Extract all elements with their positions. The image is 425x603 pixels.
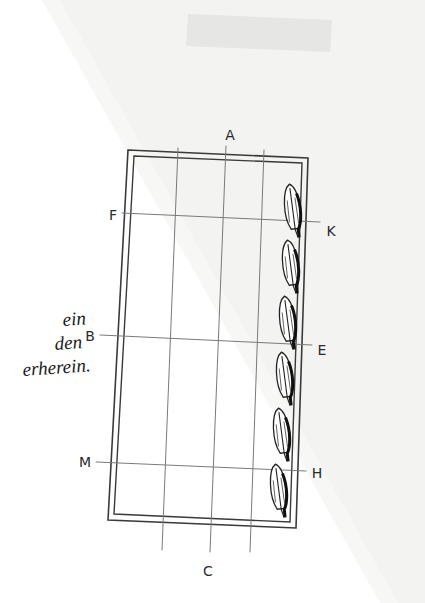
arena-letter: C	[203, 564, 213, 578]
feather-icon	[268, 463, 289, 518]
arena-lines	[96, 146, 320, 552]
arena-letter: K	[326, 224, 335, 238]
feather-row	[268, 183, 303, 518]
handwritten-note: ein	[62, 308, 86, 329]
handwritten-note: erherein.	[22, 355, 91, 379]
arena-outer	[108, 150, 308, 528]
feather-icon	[271, 407, 292, 462]
feather-icon	[274, 351, 295, 406]
handwritten-note: den	[54, 332, 83, 353]
track-line	[250, 150, 264, 552]
arena-letter: A	[225, 128, 235, 142]
tape-strip	[186, 14, 332, 52]
arena-letter: E	[318, 343, 327, 357]
arena-letter: B	[85, 329, 95, 343]
track-line	[162, 148, 178, 550]
arena-letter: F	[109, 208, 117, 222]
paper-sheet	[42, 0, 425, 603]
feather-icon	[277, 295, 298, 350]
feather-icon	[282, 183, 303, 238]
arena-letter: M	[79, 455, 91, 469]
arena-letter: H	[312, 466, 323, 480]
paper-edge	[42, 0, 398, 603]
track-line	[100, 335, 312, 345]
track-line	[210, 146, 226, 552]
feather-icon	[280, 239, 301, 294]
